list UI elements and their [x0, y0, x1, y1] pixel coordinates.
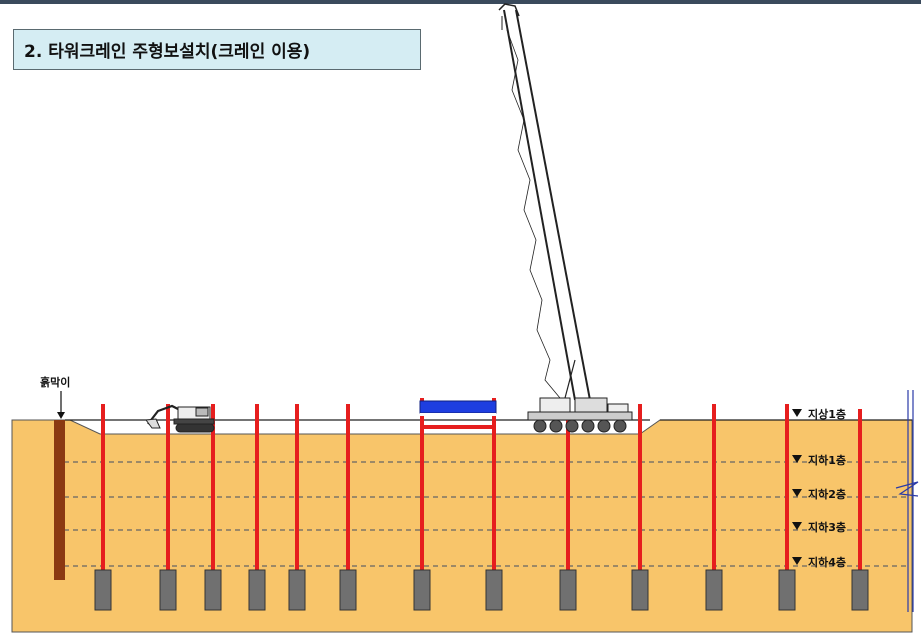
top-border: [0, 0, 921, 4]
title-box: 2. 타워크레인 주형보설치(크레인 이용): [13, 29, 421, 70]
footing: [159, 569, 177, 611]
wall-arrow-head: [57, 412, 65, 419]
footing: [778, 569, 796, 611]
piles: [101, 398, 862, 570]
page-title: 2. 타워크레인 주형보설치(크레인 이용): [24, 42, 311, 62]
excavator-icon: [145, 404, 215, 433]
footing: [851, 569, 869, 611]
pile: [712, 404, 716, 570]
level-marker-triangle: [792, 557, 802, 565]
footing: [94, 569, 112, 611]
footings: [94, 569, 869, 611]
pile: [166, 404, 170, 570]
mobile-crane-icon: [498, 3, 633, 433]
level-markers: 지상1층 지하1층 지하2층 지하3층 지하4층: [792, 407, 846, 569]
pile: [211, 404, 215, 570]
pile: [295, 404, 299, 570]
level-marker-triangle: [792, 489, 802, 497]
footing: [339, 569, 357, 611]
level-label-b4: 지하4층: [808, 555, 846, 569]
footing: [485, 569, 503, 611]
tower-crane-girder: [419, 400, 497, 429]
pile: [101, 404, 105, 570]
level-label-gf: 지상1층: [808, 407, 846, 421]
footing: [204, 569, 222, 611]
level-marker-triangle: [792, 522, 802, 530]
pile: [255, 404, 259, 570]
level-marker-triangle: [792, 409, 802, 417]
footing: [705, 569, 723, 611]
level-label-b2: 지하2층: [808, 487, 846, 501]
footing: [413, 569, 431, 611]
footing: [288, 569, 306, 611]
footing: [559, 569, 577, 611]
section-break-mark: [895, 390, 919, 612]
pile: [492, 398, 496, 570]
pile: [785, 404, 789, 570]
footing: [248, 569, 266, 611]
pile: [638, 404, 642, 570]
pile: [346, 404, 350, 570]
wall-label: 흙막이: [40, 375, 70, 389]
pile: [858, 409, 862, 570]
pile: [420, 398, 424, 570]
level-marker-triangle: [792, 455, 802, 463]
retaining-wall: [54, 420, 65, 580]
footing: [631, 569, 649, 611]
level-label-b1: 지하1층: [808, 453, 846, 467]
pile: [566, 404, 570, 570]
soil-ground: [11, 419, 913, 633]
level-label-b3: 지하3층: [808, 520, 846, 534]
